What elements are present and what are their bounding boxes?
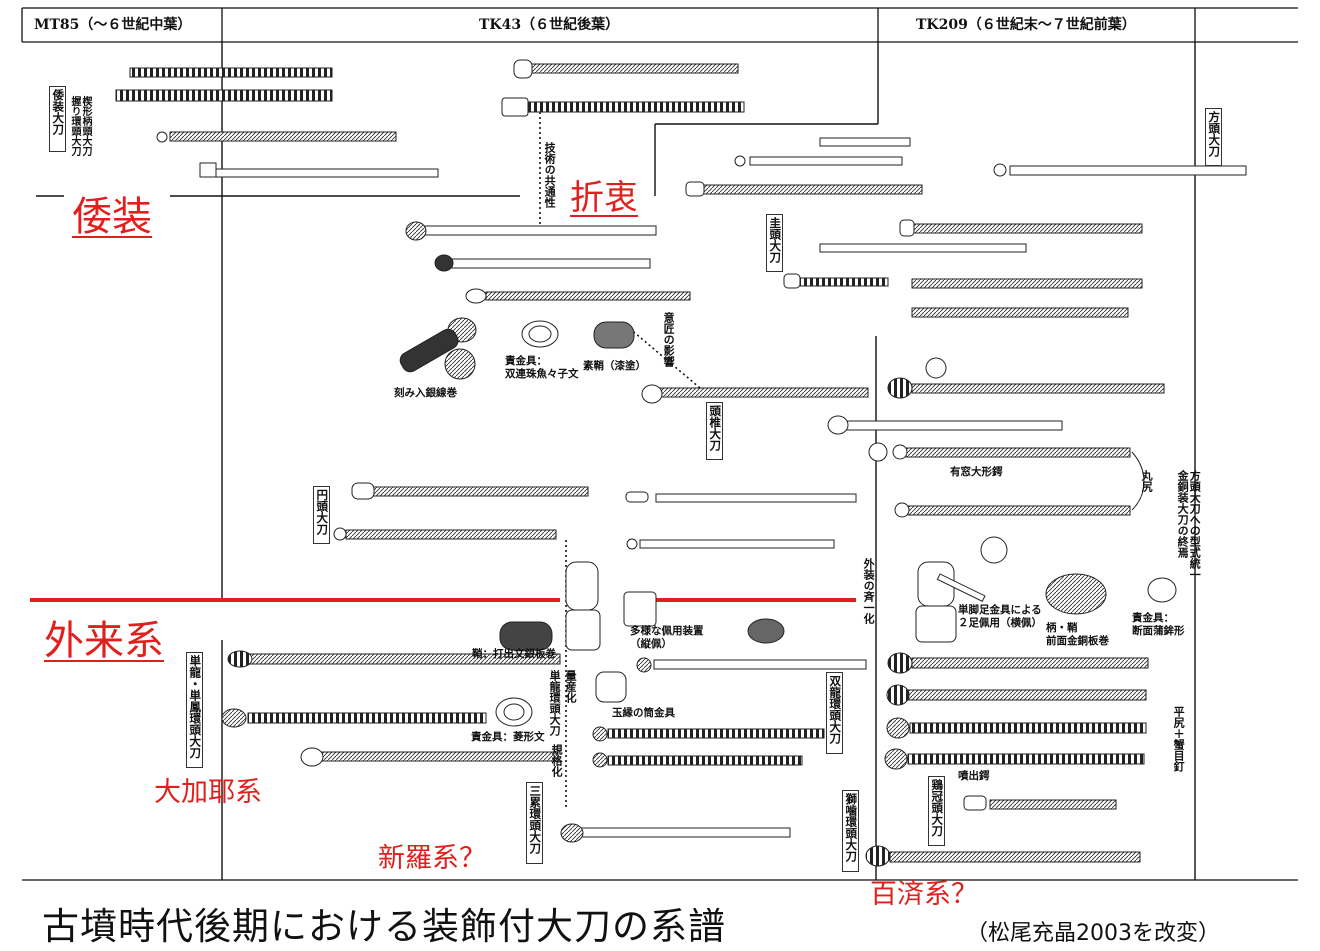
label-tayou: 多様な佩用装置 （縦佩）	[630, 625, 704, 650]
page-title: 古墳時代後期における装飾付大刀の系譜	[42, 905, 726, 948]
label-seikingu1: 責金具： 双連珠魚々子文	[505, 355, 579, 380]
label-keito: 圭頭大刀	[766, 214, 784, 272]
division-lines	[36, 42, 1196, 880]
header-grid	[21, 7, 1298, 881]
label-gijutsu: 技術の共通性	[543, 142, 557, 208]
sword-drawings	[115, 59, 1247, 867]
group-secchu: 折衷	[570, 178, 638, 218]
label-wasou-sub: 楔形柄頭大刀 握り環頭大刀	[69, 96, 91, 156]
header-col-tk43: TK43（６世紀後葉）	[479, 17, 620, 33]
label-tsuka-saya: 柄・鞘 前面金銅板巻	[1046, 622, 1109, 647]
label-seikingu-dan: 責金具： 断面蒲鉾形	[1132, 612, 1185, 637]
label-tsubo: 頭椎大刀	[706, 402, 724, 460]
label-kikaku: 規格化	[550, 744, 564, 777]
group-shiragi: 新羅系？	[378, 843, 486, 874]
label-entou: 円頭大刀	[313, 486, 331, 544]
group-wasou: 倭装	[72, 194, 152, 240]
label-seikingu-hishi: 責金具：菱形文	[471, 731, 545, 743]
label-tankyaku: 単脚足金具による ２足佩用（横佩）	[958, 604, 1042, 629]
label-souryu: 双龍環頭大刀	[826, 672, 844, 754]
source-credit: （松尾充晶2003を改変）	[966, 921, 1220, 946]
label-kizami: 刻み入銀線巻	[394, 387, 457, 399]
label-ryousan: 量産化	[564, 670, 578, 703]
group-kudara: 百済系？	[870, 879, 978, 910]
label-wasou-tachi: 倭装大刀	[49, 86, 67, 152]
label-ishou: 意匠の影響	[662, 312, 676, 367]
label-shishigami: 獅噛環頭大刀	[842, 790, 860, 872]
label-sanrui: 三累環頭大刀	[526, 782, 544, 864]
dotted-lines	[539, 112, 701, 808]
label-tanryu: 単龍・単鳳環頭大刀	[186, 652, 204, 768]
header-col-tk209: TK209（６世紀末～７世紀前葉）	[916, 17, 1136, 33]
label-houtou-kinsou: 方頭大刀への型式統一 金銅装大刀の終焉	[1176, 470, 1202, 580]
label-tanryu2: 単龍環頭大刀	[548, 670, 562, 736]
label-heiziri: 平尻＋蟹目釘	[1172, 706, 1186, 772]
label-saya-uchi: 鞘：打出文銀板巻	[472, 648, 556, 660]
label-funshutsu: 噴出鍔	[958, 770, 990, 782]
label-keikan: 鶏冠頭大刀	[928, 776, 946, 846]
label-gaisou: 外装の斉一化	[862, 558, 876, 624]
label-maruziri: 丸尻	[1140, 470, 1154, 492]
label-yuui: 有窓大形鍔	[950, 466, 1003, 478]
label-sosaya: 素鞘（漆塗）	[583, 360, 646, 372]
label-houtou: 方頭大刀	[1205, 108, 1223, 166]
header-col-mt85: MT85（～６世紀中葉）	[34, 17, 192, 33]
label-gyokuen: 玉縁の筒金具	[612, 707, 675, 719]
group-gairai: 外来系	[44, 618, 164, 664]
group-daikaya: 大加耶系	[154, 777, 262, 808]
